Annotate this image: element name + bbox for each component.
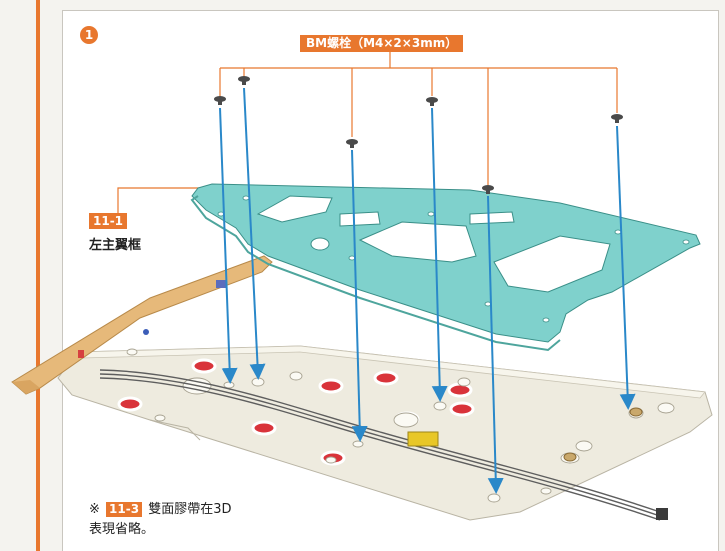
footnote-line-1: ※ 11-3 雙面膠帶在3D: [89, 500, 232, 520]
teal-wing-plate: [190, 183, 701, 352]
bearings: [563, 407, 643, 462]
assembly-arrows: [219, 87, 636, 494]
yellow-clamp: [407, 431, 439, 447]
margin-rule: [36, 0, 40, 551]
bolt-leader-lines: [219, 52, 618, 185]
part-name-label: 左主翼框: [89, 238, 142, 253]
bolts: [214, 76, 623, 194]
cable-bundle: [99, 369, 661, 521]
part-leader-line: [117, 187, 203, 213]
footnote-text-1: 雙面膠帶在3D: [148, 502, 232, 517]
footnote-mark: ※: [89, 502, 100, 517]
step-number-badge: 1: [80, 26, 98, 44]
footnote-line-2: 表現省略。: [89, 522, 155, 537]
bolt-callout-label: BM螺栓（M4×2×3mm）: [300, 35, 464, 52]
part-code-label: 11-1: [89, 213, 128, 229]
footnote-part-code: 11-3: [106, 502, 143, 517]
left-spar-part: [11, 255, 273, 395]
footnote: ※ 11-3 雙面膠帶在3D 表現省略。: [89, 500, 232, 540]
cable-connector: [656, 508, 668, 520]
